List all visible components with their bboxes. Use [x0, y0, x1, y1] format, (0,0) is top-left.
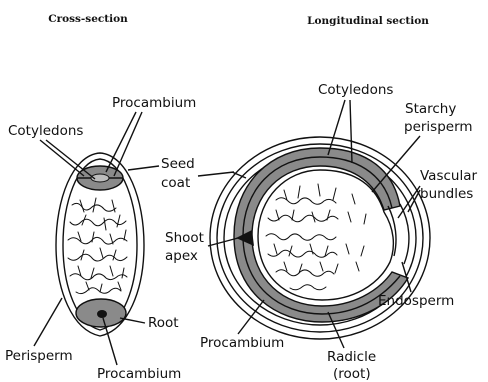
label-root-paren: (root)	[333, 366, 371, 382]
cross-section-header: Cross-section	[48, 13, 128, 25]
longitudinal-section-header: Longitudinal section	[307, 15, 429, 27]
label-procambium-bottom-left: Procambium	[97, 366, 181, 382]
seed-coat-leader-right	[198, 172, 234, 176]
label-cotyledons-right: Cotyledons	[318, 82, 393, 98]
cross-procambium-bottom-shape	[97, 310, 107, 318]
label-perisperm-right: perisperm	[404, 119, 473, 135]
label-vascular: Vascular	[420, 168, 477, 184]
label-procambium-bottom-right: Procambium	[200, 335, 284, 351]
cross-perisperm-texture	[68, 198, 127, 294]
label-coat: coat	[161, 175, 190, 191]
label-root: Root	[148, 315, 179, 331]
label-apex: apex	[165, 248, 198, 264]
cross-section-drawing	[56, 153, 144, 336]
label-starchy: Starchy	[405, 101, 456, 117]
label-perisperm: Perisperm	[5, 348, 73, 364]
label-radicle: Radicle	[327, 349, 376, 365]
label-procambium-top: Procambium	[112, 95, 196, 111]
label-seed: Seed	[161, 156, 195, 172]
label-cotyledons-left: Cotyledons	[8, 123, 83, 139]
long-perisperm-texture	[266, 184, 366, 290]
label-endosperm: Endosperm	[378, 293, 454, 309]
label-bundles: bundles	[420, 186, 473, 202]
label-shoot: Shoot	[165, 230, 204, 246]
